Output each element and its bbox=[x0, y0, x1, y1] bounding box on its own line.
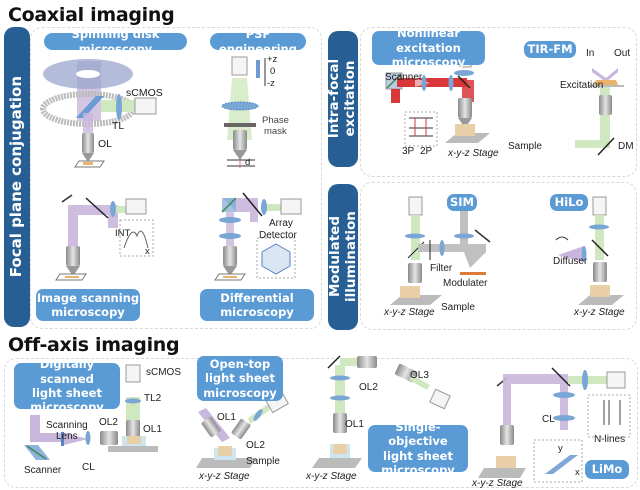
label-detector: Detector bbox=[259, 230, 297, 241]
tag-sols-line1: Single-objective bbox=[388, 419, 448, 449]
label-scmos-dslm: sCMOS bbox=[146, 367, 181, 378]
dslm-diagram bbox=[24, 364, 158, 460]
off-axis-imaging-title: Off-axis imaging bbox=[8, 334, 180, 356]
label-phase: Phase bbox=[262, 115, 289, 126]
label-stage-limo: x-y-z Stage bbox=[472, 478, 523, 489]
sim-diagram bbox=[390, 196, 491, 305]
phase-mask bbox=[224, 123, 256, 127]
open-top-diagram bbox=[196, 391, 289, 468]
spinning-disk-diagram bbox=[40, 59, 157, 168]
tag-open-top-line2: light sheet bbox=[205, 371, 275, 386]
image-scanning-diagram bbox=[55, 194, 154, 281]
label-scanner-nonlinear: Scanner bbox=[385, 72, 423, 83]
label-array: Array bbox=[269, 218, 293, 229]
label-dm: DM bbox=[618, 141, 634, 152]
label-int: INT bbox=[115, 228, 131, 239]
tag-image-scanning-line1: Image scanning bbox=[36, 290, 140, 305]
label-cl-dslm: CL bbox=[82, 462, 95, 473]
tag-dslm-line1: Digitally scanned bbox=[39, 357, 95, 386]
label-x-limo: x bbox=[575, 467, 580, 478]
tag-sols-line2: light sheet bbox=[383, 448, 453, 463]
sols-diagram bbox=[312, 355, 451, 468]
tag-open-top-line3: microscopy bbox=[203, 385, 277, 400]
objective-lens bbox=[82, 133, 94, 153]
label-3p: 3P bbox=[402, 146, 415, 157]
label-stage-nonlinear: x-y-z Stage bbox=[448, 148, 499, 159]
label-minus-z: -z bbox=[267, 78, 275, 89]
label-lens: Lens bbox=[56, 431, 78, 442]
label-tl2: TL2 bbox=[144, 393, 162, 404]
hilo-diagram bbox=[555, 196, 624, 305]
label-out: Out bbox=[614, 48, 631, 59]
label-stage-opentop: x-y-z Stage bbox=[199, 471, 250, 482]
limo-diagram bbox=[478, 367, 631, 483]
label-ol1-sols: OL1 bbox=[345, 419, 364, 430]
tag-tirfm: TIR-FM bbox=[524, 41, 576, 58]
tag-nonlinear-line1: Nonlinear excitation bbox=[396, 26, 461, 55]
label-diffuser: Diffuser bbox=[553, 256, 588, 267]
dichroic-mirror bbox=[76, 96, 104, 118]
tag-image-scanning-line2: microscopy bbox=[51, 305, 125, 319]
label-ol2-sols: OL2 bbox=[359, 382, 378, 393]
tirfm-diagram bbox=[575, 68, 624, 156]
label-filter: Filter bbox=[430, 263, 453, 274]
tag-sim: SIM bbox=[447, 194, 477, 211]
tag-spinning-disk: Spinning disk microscopy bbox=[44, 27, 187, 56]
tag-nonlinear-line2: microscopy bbox=[391, 55, 466, 70]
label-stage-sols: x-y-z Stage bbox=[306, 471, 357, 482]
label-scanner-dslm: Scanner bbox=[24, 465, 62, 476]
scmos-camera bbox=[134, 97, 157, 115]
label-modulater: Modulater bbox=[443, 278, 488, 289]
label-ol: OL bbox=[98, 138, 113, 150]
label-stage-sim: x-y-z Stage bbox=[384, 307, 435, 318]
tag-dslm-line2: light sheet bbox=[32, 386, 102, 400]
label-sample-sim: Sample bbox=[441, 302, 475, 313]
tag-psf-engineering: PSF engineering bbox=[210, 27, 306, 56]
differential-microscopy-diagram bbox=[214, 192, 302, 281]
label-mask: mask bbox=[264, 126, 287, 137]
psf-engineering-diagram bbox=[221, 56, 266, 168]
camera bbox=[231, 56, 248, 76]
label-excitation: Excitation bbox=[560, 80, 604, 91]
label-n-lines: N-lines bbox=[594, 434, 626, 445]
label-2p: 2P bbox=[420, 146, 433, 157]
label-y-limo: y bbox=[558, 443, 563, 454]
coaxial-imaging-title: Coaxial imaging bbox=[8, 4, 175, 26]
tag-limo: LiMo bbox=[585, 460, 629, 479]
label-scmos-spinning: sCMOS bbox=[126, 87, 163, 99]
tag-differential-line1: Differential bbox=[220, 290, 294, 305]
label-ol3: OL3 bbox=[410, 370, 429, 381]
modulated-panel bbox=[360, 182, 637, 330]
label-d: d bbox=[245, 157, 251, 168]
tag-sols-line3: microscopy bbox=[381, 462, 455, 477]
label-scanning: Scanning bbox=[46, 420, 88, 431]
tag-differential-line2: microscopy bbox=[220, 305, 294, 319]
label-plus-z: +z bbox=[267, 54, 278, 65]
label-sample-nonlinear: Sample bbox=[508, 141, 542, 152]
tag-hilo: HiLo bbox=[550, 194, 588, 211]
label-in: In bbox=[586, 48, 595, 59]
label-ol1-dslm: OL1 bbox=[143, 424, 162, 435]
label-cl-limo: CL bbox=[542, 414, 555, 425]
label-zero: 0 bbox=[270, 66, 276, 77]
tag-open-top-line1: Open-top bbox=[209, 356, 271, 371]
tube-lens bbox=[116, 94, 122, 120]
label-ol2-opentop: OL2 bbox=[246, 440, 265, 451]
label-sample-opentop: Sample bbox=[246, 456, 280, 467]
label-x-ism: x bbox=[145, 246, 150, 257]
label-ol2-dslm: OL2 bbox=[99, 417, 118, 428]
tag-dslm-line3: microscopy bbox=[30, 400, 104, 415]
label-tl: TL bbox=[112, 120, 125, 132]
label-ol1-opentop: OL1 bbox=[217, 412, 236, 423]
label-stage-hilo: x-y-z Stage bbox=[574, 307, 625, 318]
side-label-focal-plane: Focal plane conjugation bbox=[4, 27, 30, 327]
